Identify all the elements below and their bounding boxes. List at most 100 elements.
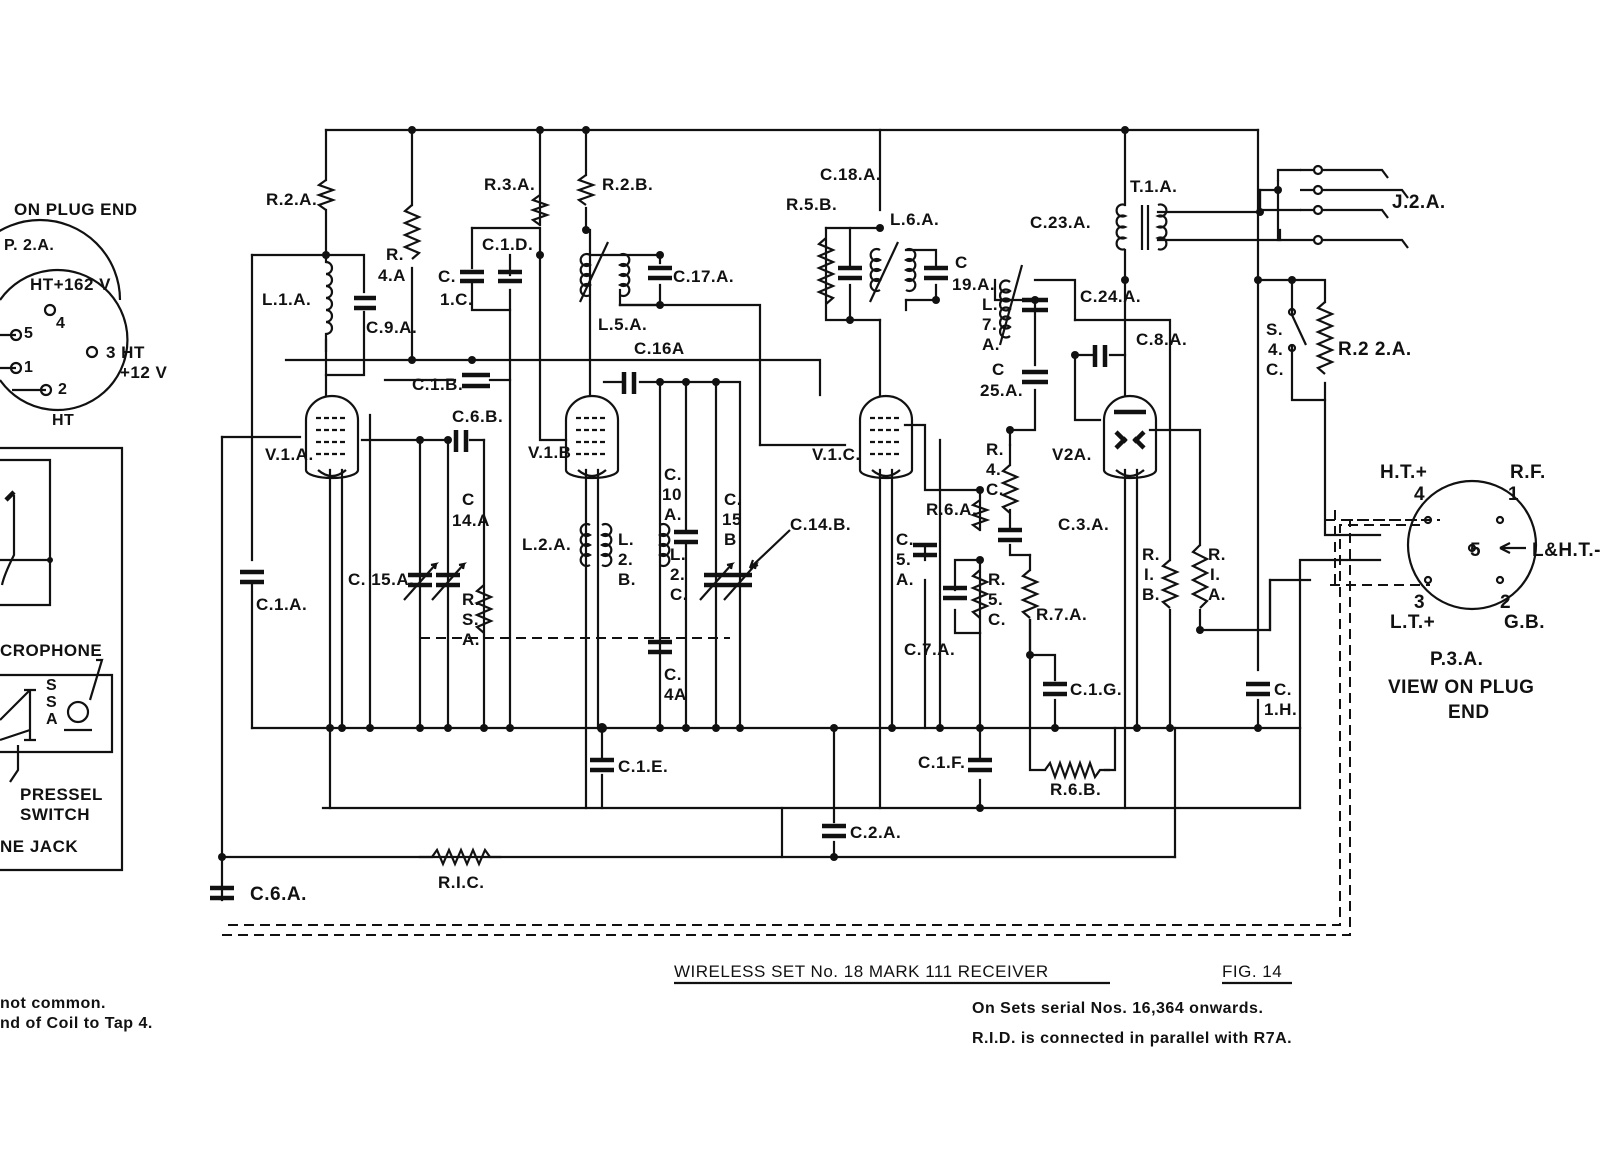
label-r3a: R.3.A. [484,175,535,194]
label-l2b-3: B. [618,570,636,589]
label-c3a: C.3.A. [1058,515,1109,534]
label-c10a-2: 10 [662,485,682,504]
label-v1a: V.1.A. [265,445,314,464]
coil-l2a [579,522,592,568]
label-c19a-c: C [955,253,968,272]
valve-v1c [858,394,914,480]
label-c4a-1: C. [664,665,682,684]
label-r1b-2: I. [1144,565,1154,584]
valve-v2a [1102,394,1158,480]
label-r5c-1: R. [988,570,1006,589]
plug-pin4: 4 [1414,484,1425,505]
plug-lht: L&H.T.- [1532,540,1600,561]
capacitor-c1e [590,757,614,773]
coil-l2c [658,522,671,568]
capacitor-c1g [1043,681,1067,697]
label-c25a-c: C [992,360,1005,379]
label-c17a: C.17.A. [673,267,734,286]
left-pressel2: SWITCH [20,805,90,824]
label-c1c-n: 1.C. [440,290,473,309]
resistor-r2b [575,174,597,206]
plug-lt-plus: L.T.+ [1390,612,1435,633]
capacitor-c7a [943,585,967,601]
resistor-r5c [970,569,990,619]
left-pin1: 1 [24,359,33,376]
left-pressel1: PRESSEL [20,785,103,804]
plug-p3a [1406,479,1538,611]
plug-name: P.3.A. [1430,649,1483,670]
label-c1e: C.1.E. [618,757,668,776]
left-microphone: CROPHONE [0,641,102,660]
capacitor-c19a [924,265,948,281]
label-c1f: C.1.F. [918,753,965,772]
coil-l1a [324,260,334,352]
coil-l5a-secondary [618,252,631,298]
label-r6a: R.6.A. [926,500,977,519]
footer: WIRELESS SET No. 18 MARK 111 RECEIVER FI… [674,962,1292,1047]
capacitor-c6a [210,885,234,901]
label-c5a-2: 5. [896,550,911,569]
label-l2c-2: 2. [670,565,685,584]
jack-j2a [1276,164,1409,249]
left-ssa-2: S [46,694,57,711]
resistor-r4c [1000,464,1020,514]
plug-pin1: 1 [1508,484,1519,505]
capacitor-c1a [240,569,264,585]
label-v1c: V.1.C. [812,445,861,464]
label-r4a-n: 4.A [378,266,406,285]
label-j2a: J.2.A. [1392,192,1446,213]
label-c14a-c: C [462,490,475,509]
left-ssa-3: A [46,711,58,728]
label-r4c-3: C. [986,480,1004,499]
resistor-r1a [1190,544,1210,609]
label-c1b: C.1.B. [412,375,463,394]
label-r22a: R.2 2.A. [1338,339,1412,360]
label-r5c-2: 5. [988,590,1003,609]
capacitor-c1b [462,372,490,389]
resistor-r1c [431,847,491,867]
left-on-plug-end: ON PLUG END [14,200,138,219]
label-c15b-3: B [724,530,737,549]
capacitor-c17a [648,265,672,281]
label-c10a-1: C. [664,465,682,484]
label-c1a: C.1.A. [256,595,307,614]
plug-view1: VIEW ON PLUG [1388,677,1534,698]
capacitor-c4a [648,639,672,655]
junctions [218,126,1296,861]
label-r1b-1: R. [1142,545,1160,564]
label-c6a: C.6.A. [250,884,307,905]
label-r1b-3: B. [1142,585,1160,604]
left-pin3ht: 3 HT [106,343,145,362]
plug-p3a-labels: H.T.+ 4 R.F. 1 5 L&H.T.- 3 L.T.+ 2 G.B. … [1380,462,1600,723]
label-r6b: R.6.B. [1050,780,1101,799]
valves [304,394,1158,480]
coil-l6a-secondary [904,247,917,293]
label-l2a: L.2.A. [522,535,571,554]
label-l7a-2: 7. [982,315,997,334]
capacitor-c16a [621,372,637,394]
label-c14b: C.14.B. [790,515,851,534]
wiring [220,128,1382,902]
left-ht162: HT+162 V [30,275,111,294]
capacitor-c15a [403,562,440,601]
capacitor-c9a [354,295,376,311]
label-l2c-1: L. [670,545,686,564]
resistors [315,174,1335,867]
capacitor-c8a [1092,345,1108,367]
label-c8a: C.8.A. [1136,330,1187,349]
left-plus12: +12 V [120,363,168,382]
capacitor-c10a [674,529,698,545]
label-rsa-3: A. [462,630,480,649]
label-rsa-2: S. [462,610,479,629]
label-s4c-1: S. [1266,320,1283,339]
label-c2a: C.2.A. [850,823,901,842]
label-c1d: C.1.D. [482,235,533,254]
component-labels: R.2.A. R. 4.A L.1.A. C.9.A. R.3.A. R.2.B… [250,165,1446,905]
left-pin2: 2 [58,381,67,398]
coil-l2b [600,522,613,568]
label-t1a: T.1.A. [1130,177,1177,196]
screened-leads [222,510,1440,936]
figure-title: WIRELESS SET No. 18 MARK 111 RECEIVER [674,962,1049,981]
left-p2a: P. 2.A. [4,237,54,254]
label-l2c-3: C. [670,585,688,604]
